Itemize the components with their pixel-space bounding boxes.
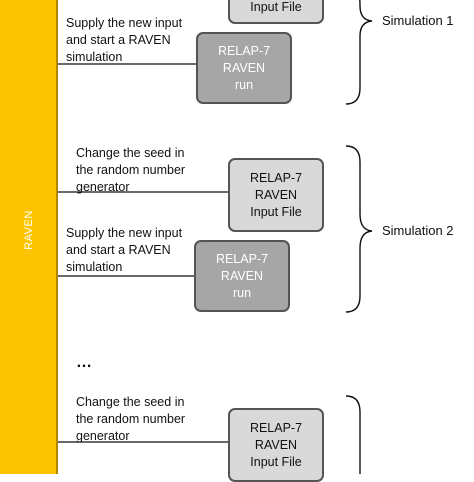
raven-run-box: RELAP-7 RAVEN run (194, 240, 290, 312)
simulation-2-brace (345, 145, 373, 313)
simulation-1-brace (345, 0, 373, 105)
step-text: Change the seed in the random number gen… (76, 395, 186, 443)
simulation-3-brace (345, 395, 361, 474)
input-file-box: RELAP-7 RAVEN Input File (228, 158, 324, 232)
raven-bar: RAVEN (0, 0, 58, 474)
simulation-2-label: Simulation 2 (382, 223, 454, 238)
input-file-box: Input File (228, 0, 324, 24)
input-file-box: RELAP-7 RAVEN Input File (228, 408, 324, 482)
step-text: Supply the new input and start a RAVEN s… (66, 226, 183, 274)
box-line: Input File (250, 0, 302, 14)
step-text: Supply the new input and start a RAVEN s… (66, 16, 183, 64)
simulation-1-label: Simulation 1 (382, 13, 454, 28)
raven-run-box: RELAP-7 RAVEN run (196, 32, 292, 104)
ellipsis: … (76, 354, 93, 371)
step-text: Change the seed in the random number gen… (76, 146, 186, 194)
